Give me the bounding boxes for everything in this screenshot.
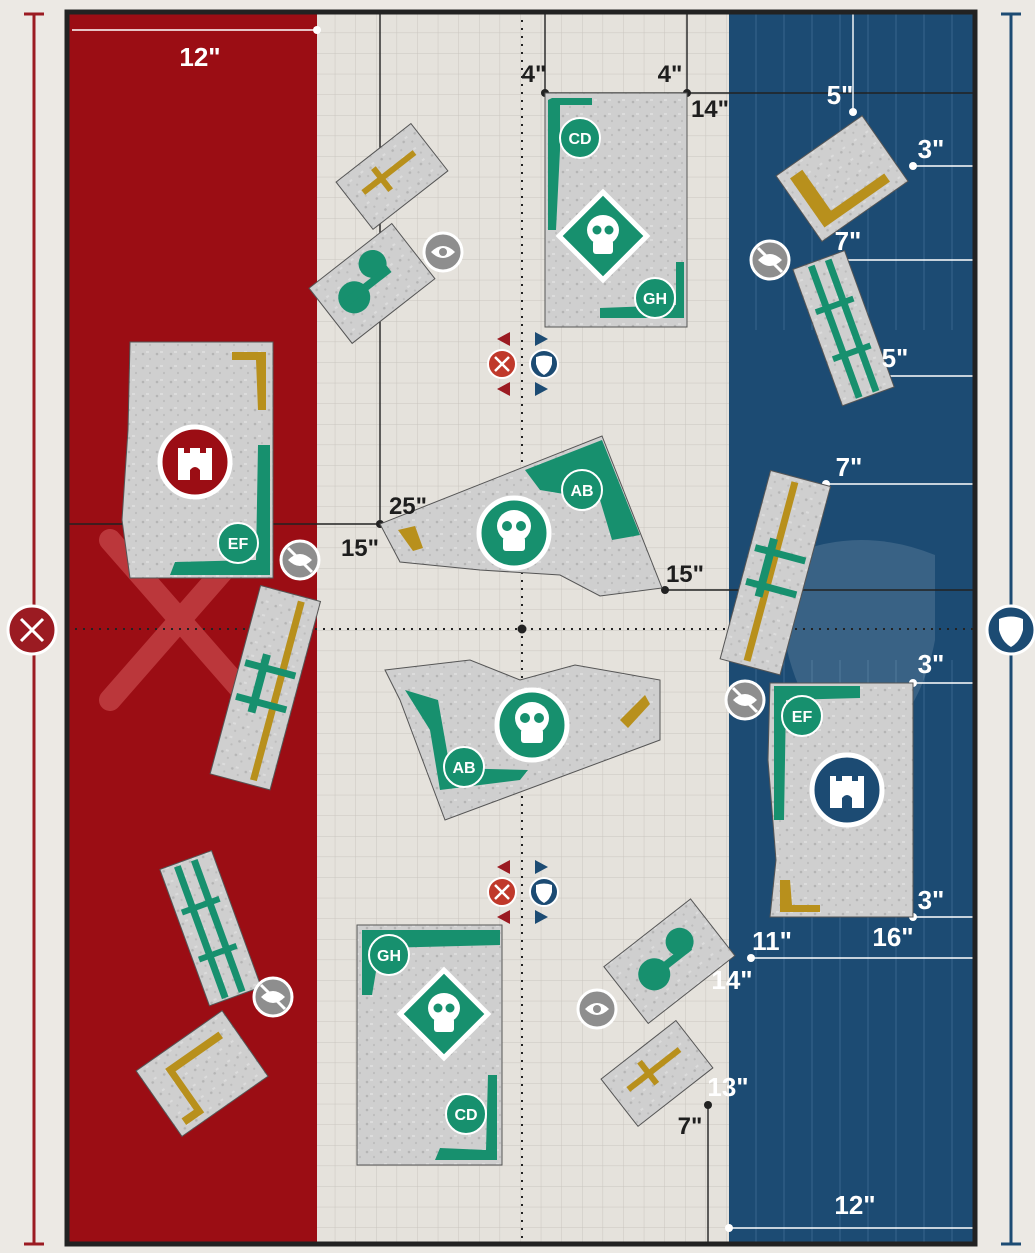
attacker-side-badge[interactable]	[8, 606, 56, 654]
label-blue-zone-depth: 12"	[834, 1190, 875, 1220]
svg-text:CD: CD	[454, 1107, 477, 1124]
label-7-b: 7"	[836, 452, 863, 482]
marker-cd-bottom: CD	[446, 1094, 486, 1134]
label-4-a: 4"	[522, 61, 547, 88]
marker-ab-upper: AB	[562, 470, 602, 510]
eye-slash-icon	[751, 241, 789, 279]
label-13: 13"	[707, 1072, 748, 1102]
label-15-a: 15"	[341, 535, 379, 562]
eye-icon	[578, 990, 616, 1028]
label-5-b: 5"	[882, 343, 909, 373]
svg-text:CD: CD	[568, 131, 591, 148]
label-11: 11"	[752, 926, 792, 956]
svg-text:GH: GH	[377, 948, 401, 965]
crossed-swords-icon	[488, 350, 516, 378]
board-center	[518, 625, 527, 634]
red-objective-home[interactable]	[160, 427, 230, 497]
eye-slash-icon	[254, 978, 292, 1016]
svg-text:EF: EF	[228, 536, 249, 553]
eye-icon	[424, 233, 462, 271]
blue-objective-home[interactable]	[812, 755, 882, 825]
label-3-c: 3"	[918, 885, 945, 915]
marker-ef-left: EF	[218, 523, 258, 563]
eye-slash-icon	[281, 541, 319, 579]
label-15-b: 15"	[666, 561, 704, 588]
marker-gh-top: GH	[635, 278, 675, 318]
label-7-a: 7"	[835, 226, 862, 256]
label-4-b: 4"	[658, 61, 683, 88]
svg-text:AB: AB	[570, 483, 593, 500]
svg-text:EF: EF	[792, 709, 813, 726]
objective-circle-upper[interactable]	[479, 498, 549, 568]
label-3-a: 3"	[918, 134, 945, 164]
label-red-zone-depth: 12"	[179, 42, 220, 72]
label-3-b: 3"	[918, 649, 945, 679]
label-25: 25"	[389, 493, 427, 520]
marker-ef-right: EF	[782, 696, 822, 736]
marker-gh-bottom: GH	[369, 935, 409, 975]
defender-side-badge[interactable]	[987, 606, 1035, 654]
marker-cd-top: CD	[560, 118, 600, 158]
crossed-swords-icon	[488, 878, 516, 906]
shield-icon	[530, 878, 558, 906]
marker-ab-lower: AB	[444, 747, 484, 787]
label-16: 16"	[872, 922, 913, 952]
label-5-a: 5"	[827, 80, 854, 110]
shield-icon	[530, 350, 558, 378]
eye-slash-icon	[726, 681, 764, 719]
label-7-c: 7"	[678, 1113, 703, 1140]
objective-circle-lower[interactable]	[497, 690, 567, 760]
label-14-a: 14"	[691, 96, 729, 123]
label-14-b: 14"	[711, 965, 752, 995]
svg-text:GH: GH	[643, 291, 667, 308]
svg-text:AB: AB	[452, 760, 475, 777]
